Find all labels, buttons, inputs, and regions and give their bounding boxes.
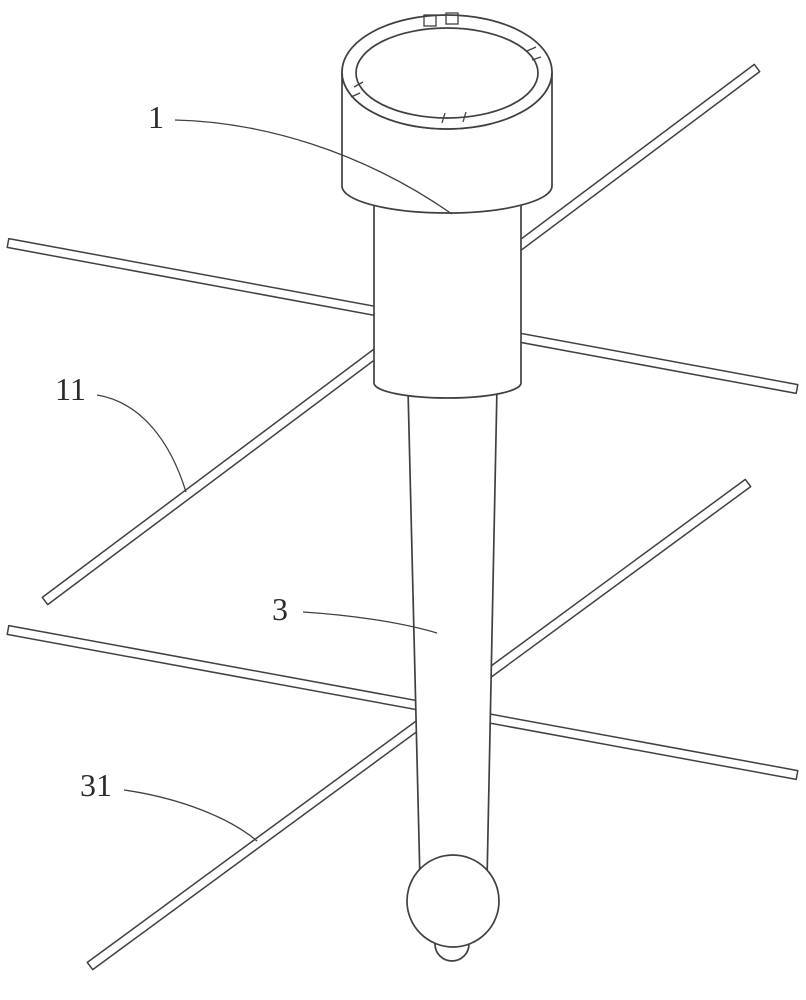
reference-numeral-11: 11 [55,371,86,407]
rim-tick-marks [350,46,542,124]
end-ball [406,854,500,948]
reference-numeral-3: 3 [272,591,288,627]
rim-tick-bottom [441,111,467,124]
reference-numerals: 1 11 3 31 [55,99,288,803]
cap-top-rim-inner [355,27,539,119]
pole-assembly [341,12,553,962]
leader-line-1 [174,119,453,215]
rim-notch-right [445,12,459,25]
shaft [407,386,498,882]
leader-line-11 [96,394,187,493]
reference-numeral-31: 31 [80,767,112,803]
leader-line-31 [123,789,258,842]
leader-line-3 [302,611,438,634]
rim-tick-right [526,46,542,61]
leader-lines [96,119,453,842]
neck-cylinder [373,191,522,399]
rim-notch-left [423,14,437,27]
reference-numeral-1: 1 [148,99,164,135]
rim-tick-left [350,81,364,98]
rod-lower-shallow [6,624,799,781]
